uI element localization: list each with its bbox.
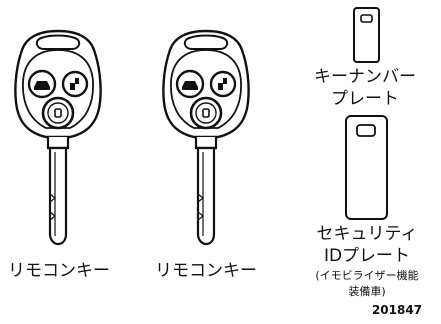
security-id-plate-icon bbox=[345, 115, 388, 220]
figure-code: 201847 bbox=[371, 303, 423, 317]
remote-key-left bbox=[14, 29, 102, 246]
security-plate-label-line2: IDプレート bbox=[323, 246, 411, 266]
key-number-plate-label-line1: キーナンバー bbox=[314, 67, 416, 87]
trunk-open-icon bbox=[189, 96, 223, 130]
lock-icon bbox=[27, 69, 57, 99]
security-plate-note-line2: 装備車) bbox=[348, 285, 386, 298]
security-plate-label-line1: セキュリティ bbox=[316, 224, 418, 244]
trunk-open-icon bbox=[41, 96, 75, 130]
lock-icon bbox=[175, 69, 205, 99]
remote-key-right-label: リモコンキー bbox=[155, 261, 257, 281]
key-number-plate-icon bbox=[353, 7, 380, 63]
remote-key-left-label: リモコンキー bbox=[8, 261, 110, 281]
unlock-icon bbox=[209, 70, 237, 98]
remote-key-right bbox=[162, 29, 250, 246]
key-number-plate-label-line2: プレート bbox=[331, 89, 399, 109]
security-plate-note-line1: (イモビライザー機能 bbox=[315, 269, 419, 282]
unlock-icon bbox=[61, 70, 89, 98]
